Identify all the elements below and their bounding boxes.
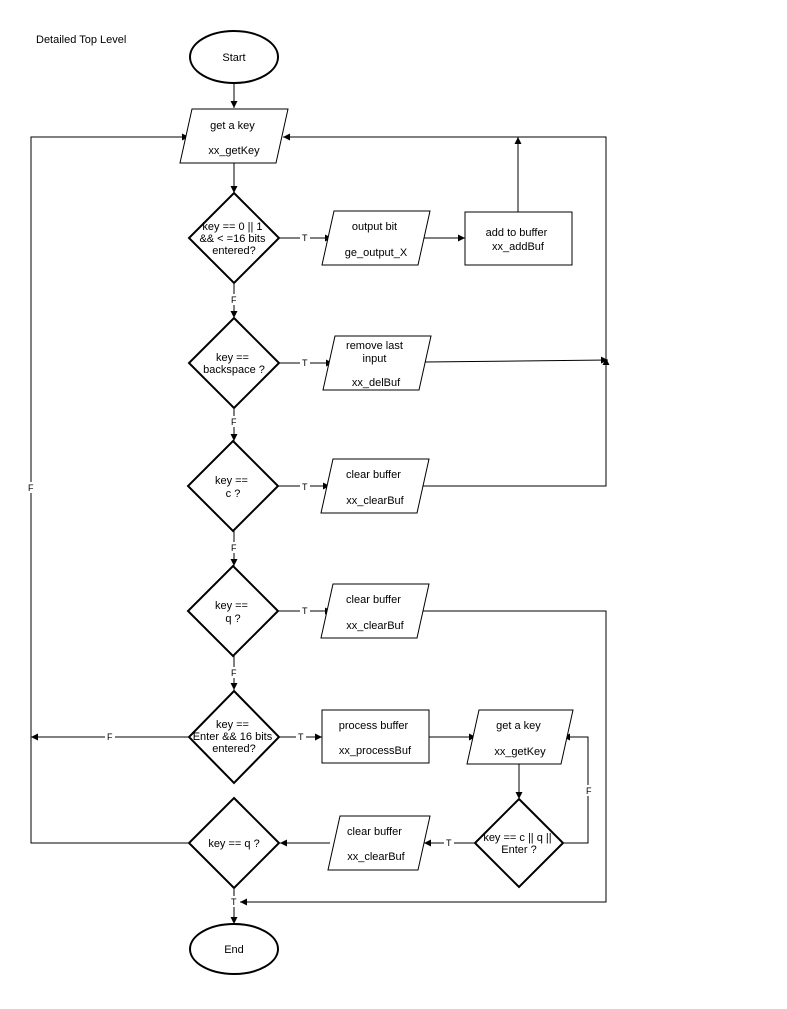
decision-c-q-enter: [473, 797, 565, 889]
nodes: Start get a key xx_getKey key == 0 || 1 …: [179, 30, 574, 975]
decision-final-q: [187, 796, 281, 890]
remove-input-label: remove last input xx_delBuf: [346, 340, 406, 389]
start-terminal: [189, 30, 279, 84]
end-terminal: [189, 923, 279, 975]
d5-false-label: F: [107, 732, 113, 742]
decision-backspace: [187, 316, 281, 410]
output-bit-io: [321, 210, 431, 266]
edge-loop-right: [283, 133, 607, 363]
edge-labels: T F T F T F T F T F T F T F: [26, 232, 594, 907]
getkey-label: get a key xx_getKey: [208, 120, 260, 157]
remove-input-io: [322, 335, 432, 391]
add-buffer-label: add to buffer xx_addBuf: [486, 227, 551, 253]
d7-false-label: F: [586, 786, 592, 796]
d7-true-label: T: [446, 838, 452, 848]
d1-true-label: T: [302, 233, 308, 243]
process-buffer-process: [321, 709, 430, 764]
getkey-io-2: [466, 709, 574, 765]
clear-buffer-io-3: [327, 815, 431, 871]
d3-false-label: F: [231, 543, 237, 553]
decision-key-q-label: key == q ?: [215, 600, 251, 625]
getkey-io: [179, 108, 289, 164]
edge-clear2-end: [240, 610, 607, 906]
decision-enter-label: key == Enter && 16 bits entered?: [193, 719, 276, 755]
decision-backspace-label: key == backspace ?: [203, 352, 265, 376]
d4-true-label: T: [302, 606, 308, 616]
d2-true-label: T: [302, 358, 308, 368]
decision-key-c: [186, 439, 280, 533]
decision-c-q-enter-label: key == c || q || Enter ?: [483, 832, 554, 856]
clear-buffer-io-1: [320, 458, 430, 514]
decision-key-c-label: key == c ?: [215, 475, 251, 500]
clear-buffer-io-2: [320, 583, 430, 639]
decision-enter: [187, 689, 281, 785]
d2-false-label: F: [231, 417, 237, 427]
d6-false-label: F: [28, 483, 34, 493]
getkey-label-2: get a key xx_getKey: [494, 720, 546, 758]
end-label: End: [224, 944, 244, 956]
output-bit-label: output bit ge_output_X: [345, 221, 408, 259]
d4-false-label: F: [231, 668, 237, 678]
decision-bit-key-label: key == 0 || 1 && < =16 bits entered?: [199, 221, 268, 257]
add-buffer-process: [464, 211, 573, 266]
d6-true-label: T: [231, 897, 237, 907]
d3-true-label: T: [302, 482, 308, 492]
edge-clear1-loop: [420, 358, 610, 487]
decision-final-q-label: key == q ?: [208, 838, 259, 850]
decision-bit-key: [187, 191, 281, 285]
start-label: Start: [222, 52, 245, 64]
process-buffer-label: process buffer xx_processBuf: [339, 720, 412, 757]
d1-false-label: F: [231, 295, 237, 305]
clear-buffer-label-1: clear buffer xx_clearBuf: [346, 469, 405, 507]
edge-remove-loop: [424, 356, 609, 364]
connectors: [30, 83, 610, 924]
d5-true-label: T: [298, 732, 304, 742]
decision-key-q: [186, 564, 280, 658]
clear-buffer-label-2: clear buffer xx_clearBuf: [346, 594, 405, 632]
clear-buffer-label-3: clear buffer xx_clearBuf: [347, 826, 406, 863]
diagram-title: Detailed Top Level: [36, 34, 126, 46]
